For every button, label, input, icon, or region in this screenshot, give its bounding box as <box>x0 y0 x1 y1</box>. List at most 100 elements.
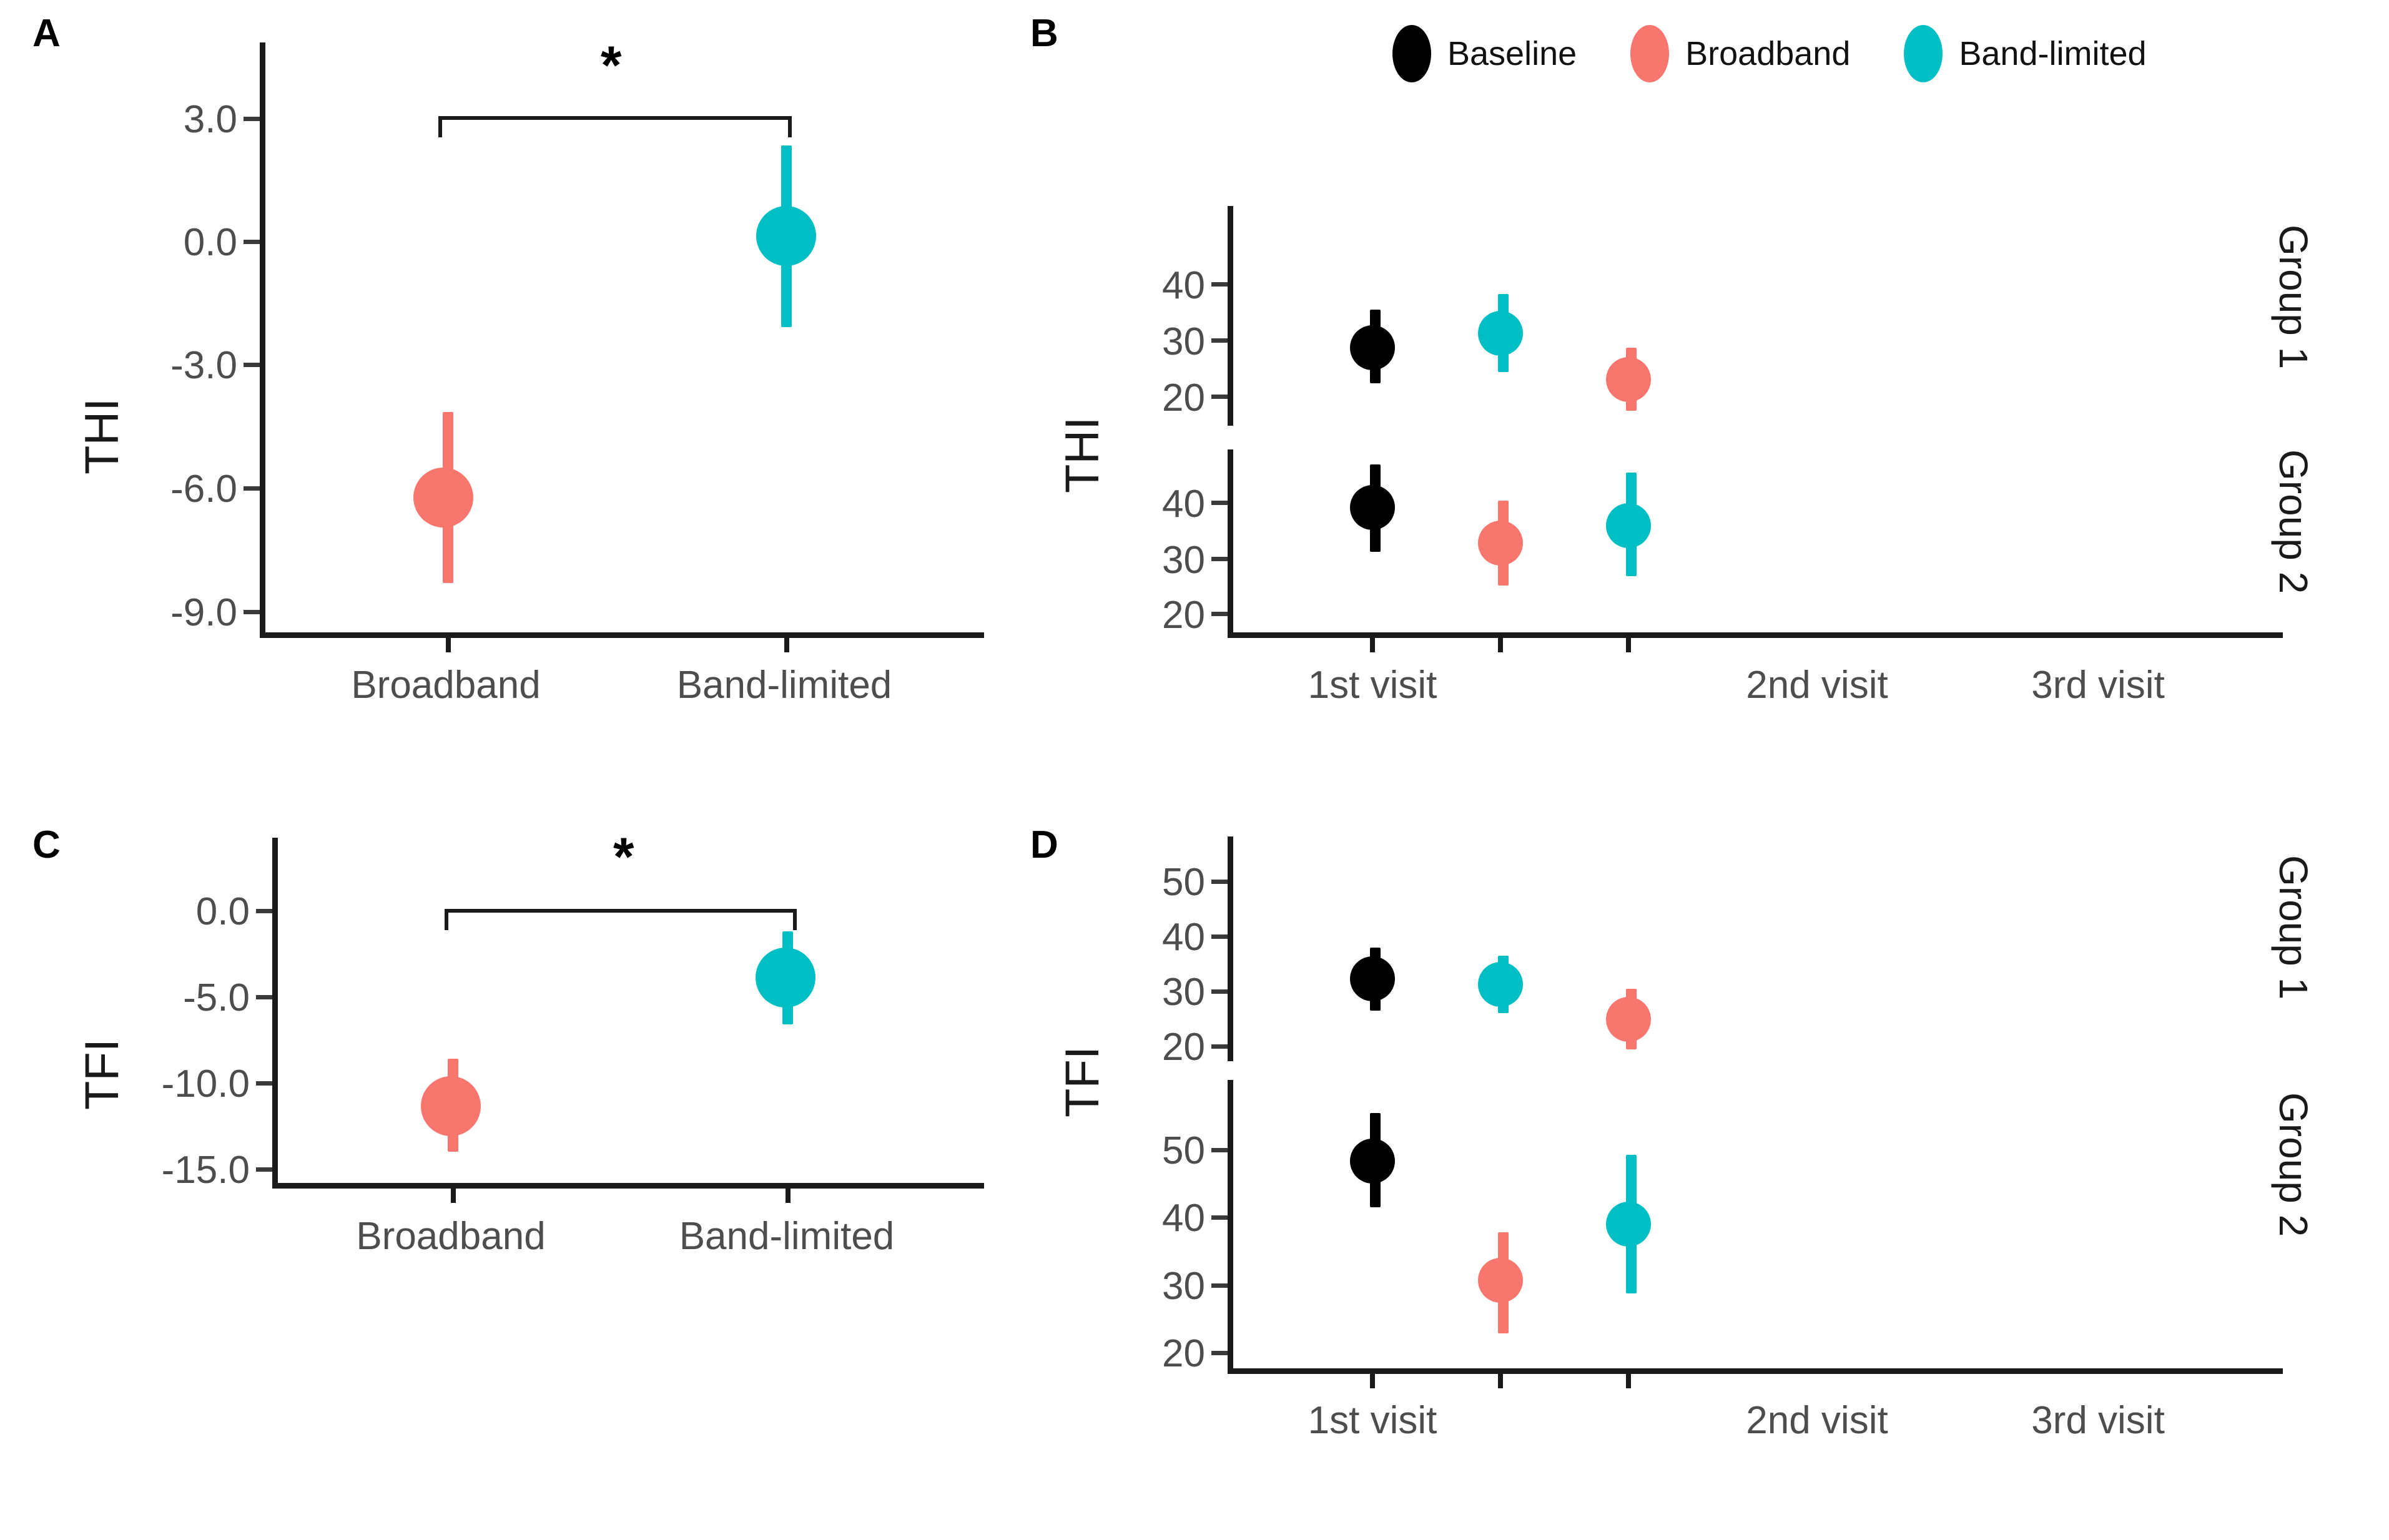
panel-d-g2-point-broadband <box>1478 1258 1523 1303</box>
legend-item-broadband: Broadband <box>1630 25 1850 82</box>
panel-b-xtick-0 <box>1370 637 1375 652</box>
panel-b-g1-ytick-2 <box>1211 395 1228 399</box>
panel-d-g2-ytick-0 <box>1211 1148 1228 1152</box>
panel-a-ytick-label-4: -9.0 <box>170 591 237 634</box>
panel-b-g1-ytick-label-0: 40 <box>1162 264 1205 307</box>
panel-b-g1-ytick-1 <box>1211 338 1228 343</box>
panel-b: B Baseline Broadband Band-limited THI 40… <box>1024 0 2389 749</box>
panel-b-g2-ytick-2 <box>1211 612 1228 616</box>
panel-a-ytick-1 <box>244 240 260 244</box>
panel-b-g2-ytick-label-2: 20 <box>1162 594 1205 637</box>
panel-b-g1-point-broadband <box>1606 357 1651 402</box>
panel-b-xtick-label-0: 1st visit <box>1308 664 1437 707</box>
panel-c-ytick-label-3: -15.0 <box>161 1149 250 1192</box>
panel-d-g1-ytick-label-1: 40 <box>1162 916 1205 959</box>
panel-d-xtick-1 <box>1498 1373 1503 1388</box>
panel-d-strip-label-group1: Group 1 <box>2271 855 2316 1000</box>
panel-b-g1-ytick-label-2: 20 <box>1162 376 1205 419</box>
panel-b-g2-ytick-label-1: 30 <box>1162 539 1205 582</box>
panel-a-significance-bracket <box>438 116 796 139</box>
panel-a-y-axis-title: THI <box>76 398 129 474</box>
panel-d-g1-ytick-0 <box>1211 880 1228 884</box>
panel-d-g1-y-axis-line <box>1228 836 1233 1061</box>
panel-d-g1-ytick-label-2: 30 <box>1162 971 1205 1014</box>
panel-b-strip-label-group1: Group 1 <box>2271 225 2316 370</box>
panel-b-letter: B <box>1030 12 1058 55</box>
bracket-right-tick <box>788 116 792 137</box>
panel-b-g1-point-band-limited <box>1478 311 1523 356</box>
panel-c-ytick-3 <box>256 1167 272 1172</box>
panel-a-ytick-2 <box>244 363 260 367</box>
bracket-horizontal <box>445 909 797 913</box>
legend-item-baseline: Baseline <box>1392 25 1577 82</box>
panel-d-g2-ytick-label-1: 40 <box>1162 1197 1205 1240</box>
panel-c-ytick-1 <box>256 995 272 999</box>
panel-b-g2-point-band-limited <box>1606 503 1651 548</box>
panel-d-g1-point-broadband <box>1606 997 1651 1042</box>
panel-a-letter: A <box>32 12 61 55</box>
panel-b-xtick-label-2: 3rd visit <box>2031 664 2165 707</box>
panel-a-xtick-label-1: Band-limited <box>676 664 892 707</box>
panel-a-xtick-label-0: Broadband <box>351 664 541 707</box>
panel-c: C TFI 0.0 -5.0 -10.0 -15.0 Broadband Ban… <box>0 768 1024 1540</box>
panel-a-ytick-label-3: -6.0 <box>170 468 237 511</box>
legend-label-band-limited: Band-limited <box>1959 35 2147 72</box>
panel-d-g2-point-baseline <box>1350 1139 1395 1184</box>
panel-b-xtick-2 <box>1626 637 1631 652</box>
panel-d-g2-ytick-1 <box>1211 1215 1228 1220</box>
panel-d-g1-ytick-2 <box>1211 989 1228 994</box>
panel-d-strip-label-group2: Group 2 <box>2271 1092 2316 1237</box>
legend: Baseline Broadband Band-limited <box>1392 25 2200 82</box>
panel-c-ytick-label-2: -10.0 <box>161 1062 250 1106</box>
panel-a-x-axis-line <box>260 632 984 638</box>
panel-b-g1-y-axis-line <box>1228 206 1233 426</box>
panel-d-g1-ytick-label-0: 50 <box>1162 861 1205 904</box>
panel-a-xtick-0 <box>446 637 451 652</box>
panel-a-ytick-label-1: 0.0 <box>183 221 237 264</box>
panel-b-g2-point-baseline <box>1350 485 1395 530</box>
panel-b-g1-ytick-0 <box>1211 282 1228 287</box>
panel-d-g2-ytick-label-0: 50 <box>1162 1129 1205 1172</box>
legend-dot-baseline-icon <box>1392 25 1431 82</box>
panel-b-xtick-1 <box>1498 637 1503 652</box>
panel-c-xtick-0 <box>451 1188 456 1203</box>
panel-d-g2-ytick-label-3: 20 <box>1162 1332 1205 1375</box>
panel-d-x-axis-line <box>1228 1368 2283 1374</box>
bracket-right-tick <box>793 909 797 930</box>
legend-dot-band-limited-icon <box>1904 25 1943 82</box>
panel-b-g2-y-axis-line <box>1228 449 1233 637</box>
bracket-left-tick <box>438 116 442 137</box>
panel-b-g2-ytick-0 <box>1211 501 1228 505</box>
bracket-left-tick <box>445 909 448 930</box>
panel-b-g1-point-baseline <box>1350 325 1395 370</box>
panel-c-significance-bracket <box>445 909 800 931</box>
panel-a-ytick-0 <box>244 117 260 121</box>
panel-d-g1-point-band-limited <box>1478 962 1523 1007</box>
panel-d: D TFI 50 40 30 20 Group 1 50 40 30 20 <box>1024 768 2389 1540</box>
panel-d-xtick-0 <box>1370 1373 1375 1388</box>
panel-a-ytick-label-0: 3.0 <box>183 98 237 141</box>
panel-b-g2-ytick-1 <box>1211 557 1228 561</box>
panel-b-x-axis-line <box>1228 632 2283 638</box>
panel-d-xtick-label-0: 1st visit <box>1308 1399 1437 1442</box>
panel-a-ytick-4 <box>244 610 260 614</box>
panel-c-y-axis-line <box>272 838 278 1187</box>
legend-label-baseline: Baseline <box>1447 35 1577 72</box>
panel-c-ytick-2 <box>256 1081 272 1086</box>
panel-d-g1-point-baseline <box>1350 956 1395 1001</box>
panel-c-point-band-limited <box>756 948 815 1008</box>
panel-d-g2-point-band-limited <box>1606 1202 1651 1247</box>
panel-b-g1-ytick-label-1: 30 <box>1162 320 1205 363</box>
panel-b-strip-label-group2: Group 2 <box>2271 449 2316 594</box>
panel-d-g2-y-axis-line <box>1228 1080 1233 1372</box>
panel-a-significance-star: * <box>601 36 622 96</box>
panel-c-ytick-label-1: -5.0 <box>183 976 250 1019</box>
panel-d-g1-ytick-3 <box>1211 1044 1228 1049</box>
panel-c-ytick-label-0: 0.0 <box>195 890 250 933</box>
panel-c-xtick-label-0: Broadband <box>356 1215 546 1258</box>
panel-d-g2-ytick-2 <box>1211 1283 1228 1288</box>
panel-d-g1-ytick-1 <box>1211 934 1228 939</box>
panel-c-xtick-label-1: Band-limited <box>679 1215 895 1258</box>
panel-a-point-band-limited <box>756 206 816 266</box>
